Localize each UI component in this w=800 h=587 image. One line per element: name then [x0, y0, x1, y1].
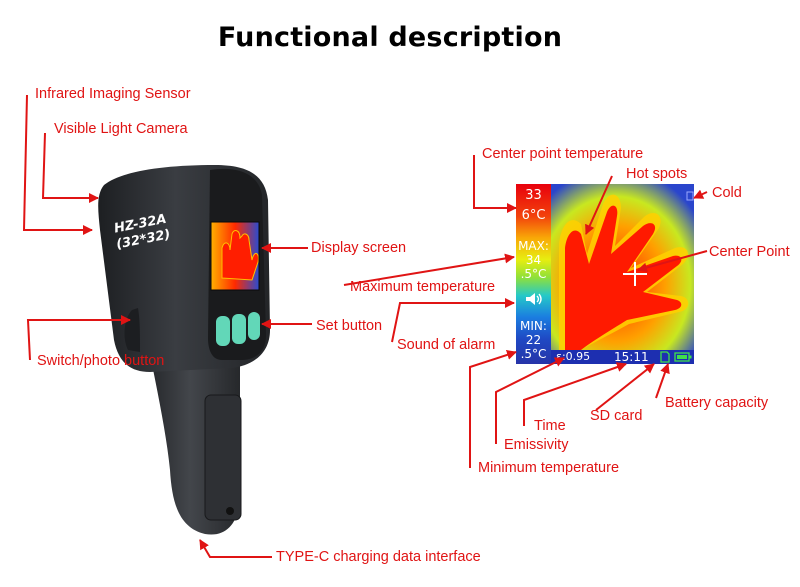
label-sd-card: SD card: [590, 408, 643, 424]
label-maximum-temperature: Maximum temperature: [350, 279, 496, 295]
label-type-c: TYPE-C charging data interface: [276, 549, 481, 565]
label-display-screen: Display screen: [311, 240, 407, 256]
sd-card-icon: [660, 351, 670, 363]
label-cold: Cold: [712, 185, 742, 201]
label-set-button: Set button: [316, 318, 383, 334]
speaker-icon: [526, 293, 542, 305]
page-title: Functional description: [217, 22, 563, 53]
time-value: 15:11: [614, 350, 649, 364]
label-infrared-sensor: Infrared Imaging Sensor: [35, 86, 191, 102]
label-visible-camera: Visible Light Camera: [54, 121, 188, 137]
label-hot-spots: Hot spots: [626, 166, 688, 182]
min-value: 22: [525, 333, 542, 347]
thermal-image: [551, 184, 694, 350]
label-switch-photo-button: Switch/photo button: [37, 353, 165, 369]
label-time: Time: [534, 418, 566, 434]
label-center-point: Center Point: [709, 244, 790, 260]
center-temp-value: 33: [525, 188, 542, 203]
temperature-sidebar: [516, 184, 551, 364]
max-label: MAX:: [518, 239, 549, 253]
min-label: MIN:: [520, 319, 547, 333]
center-temp-unit: 6°C: [521, 208, 546, 223]
min-unit: .5°C: [520, 347, 547, 361]
label-minimum-temperature: Minimum temperature: [478, 460, 620, 476]
thermal-screen: 33 6°C MAX: 34 .5°C MIN: 22 .5°C ε:0.95 …: [516, 184, 694, 364]
status-bar: [551, 350, 694, 364]
max-value: 34: [525, 253, 542, 267]
label-battery-capacity: Battery capacity: [665, 395, 769, 411]
battery-icon: [674, 352, 692, 362]
crosshair-icon: [623, 262, 647, 286]
label-center-point-temperature: Center point temperature: [482, 146, 644, 162]
label-emissivity: Emissivity: [504, 437, 569, 453]
label-sound-of-alarm: Sound of alarm: [397, 337, 496, 353]
cold-marker: [686, 191, 694, 201]
max-unit: .5°C: [520, 267, 547, 281]
